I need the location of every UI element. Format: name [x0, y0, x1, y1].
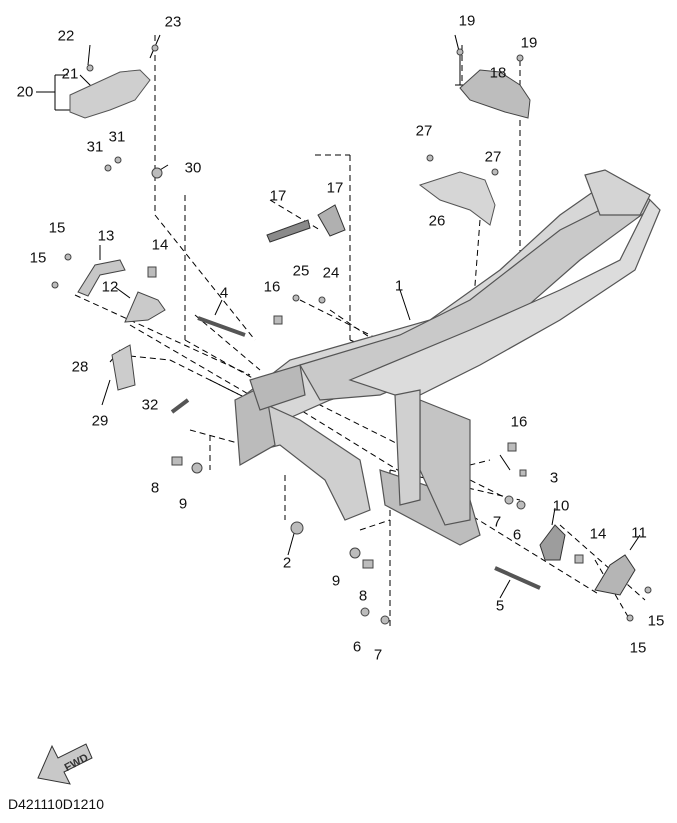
callout-label: 6: [512, 526, 522, 544]
callout-label: 31: [86, 138, 104, 156]
callout-label: 17: [326, 179, 344, 197]
callout-label: 27: [415, 122, 433, 140]
callout-label: 9: [331, 572, 341, 590]
bracket-part-18: [459, 69, 531, 119]
callout-label: 18: [489, 64, 507, 82]
plate-part-12: [124, 291, 166, 323]
callout-label: 21: [61, 65, 79, 83]
plate-part-13: [77, 259, 126, 297]
callout-label: 8: [358, 587, 368, 605]
bolt-part-5: [494, 566, 541, 590]
callout-label: 17: [269, 187, 287, 205]
frame-body: [234, 169, 661, 546]
callout-label: 30: [184, 159, 202, 177]
callout-label: 11: [631, 524, 647, 542]
bracket-part-20: [69, 69, 151, 119]
callout-label: 14: [151, 236, 169, 254]
callout-label: 19: [458, 12, 476, 30]
callout-label: 2: [282, 554, 292, 572]
callout-label: 10: [552, 497, 570, 515]
callout-label: 3: [549, 469, 559, 487]
callout-label: 25: [292, 262, 310, 280]
callout-label: 15: [629, 639, 647, 657]
callout-label: 8: [150, 479, 160, 497]
callout-label: 31: [108, 128, 126, 146]
callout-label: 7: [373, 646, 383, 664]
callout-label: 27: [484, 148, 502, 166]
callout-label: 26: [428, 212, 446, 230]
callout-label: 24: [322, 264, 340, 282]
bolt-part-32: [170, 398, 190, 414]
fwd-arrow-icon: [37, 743, 93, 785]
callout-label: 16: [263, 278, 281, 296]
callout-label: 14: [589, 525, 607, 543]
bracket-part-11: [594, 554, 636, 596]
callout-label: 19: [520, 34, 538, 52]
callout-label: 6: [352, 638, 362, 656]
callout-label: 15: [647, 612, 665, 630]
strip-part-17b: [317, 204, 346, 237]
callout-label: 4: [219, 284, 229, 302]
bolt-part-4: [197, 316, 246, 337]
callout-label: 7: [492, 513, 502, 531]
strip-part-17a: [266, 219, 311, 243]
reference-code: D421110D1210: [8, 796, 105, 812]
bracket-part-28: [111, 344, 136, 391]
callout-label: 22: [57, 27, 75, 45]
callout-label: 12: [101, 278, 119, 296]
callout-label: 15: [29, 249, 47, 267]
callout-label: 5: [495, 597, 505, 615]
fasteners: [51, 44, 652, 625]
callout-label: 16: [510, 413, 528, 431]
callout-label: 20: [16, 83, 34, 101]
callout-label: 28: [71, 358, 89, 376]
callout-label: 13: [97, 227, 115, 245]
callout-label: 32: [141, 396, 159, 414]
bracket-part-10: [539, 524, 566, 561]
callout-label: 23: [164, 13, 182, 31]
callout-label: 29: [91, 412, 109, 430]
callout-label: 15: [48, 219, 66, 237]
callout-label: 9: [178, 495, 188, 513]
callout-label: 1: [394, 277, 404, 295]
guard-part-26: [418, 171, 496, 226]
